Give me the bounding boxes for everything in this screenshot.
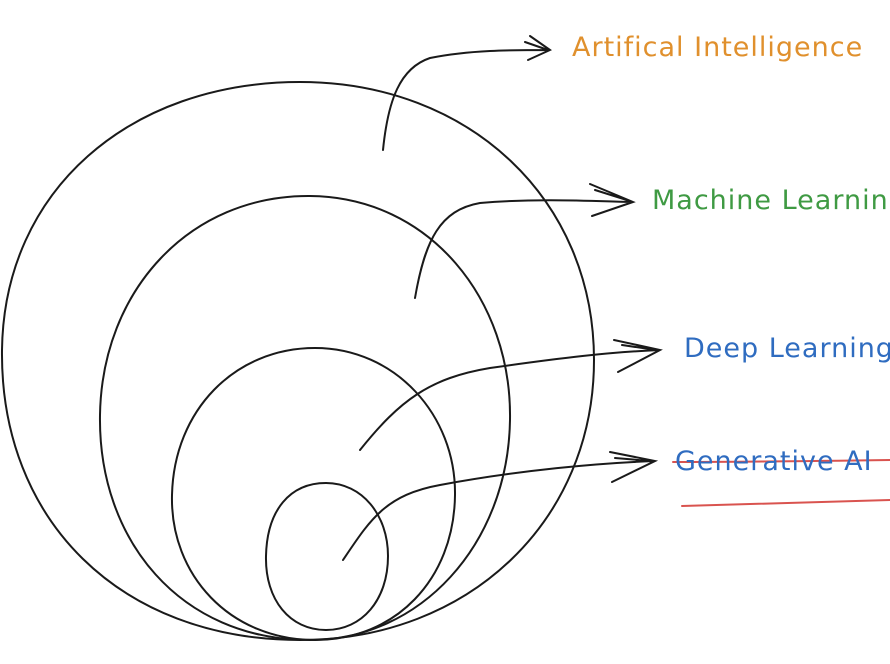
underline-generative-ai-1 — [672, 459, 890, 463]
arrow-machine-learning — [414, 183, 636, 299]
underline-generative-ai-2 — [681, 499, 890, 507]
label-artificial-intelligence: Artifical Intelligence — [572, 32, 864, 63]
circle-deep-learning — [170, 346, 457, 642]
circle-generative-ai — [264, 481, 390, 632]
circle-machine-learning — [98, 194, 512, 642]
circle-artificial-intelligence — [0, 80, 596, 642]
label-machine-learning: Machine Learning — [652, 185, 890, 216]
arrow-deep-learning — [359, 339, 663, 451]
label-deep-learning: Deep Learning — [684, 333, 890, 364]
label-generative-ai: Generative AI — [675, 446, 873, 477]
arrow-generative-ai — [342, 451, 659, 561]
arrow-artificial-intelligence — [382, 35, 553, 151]
